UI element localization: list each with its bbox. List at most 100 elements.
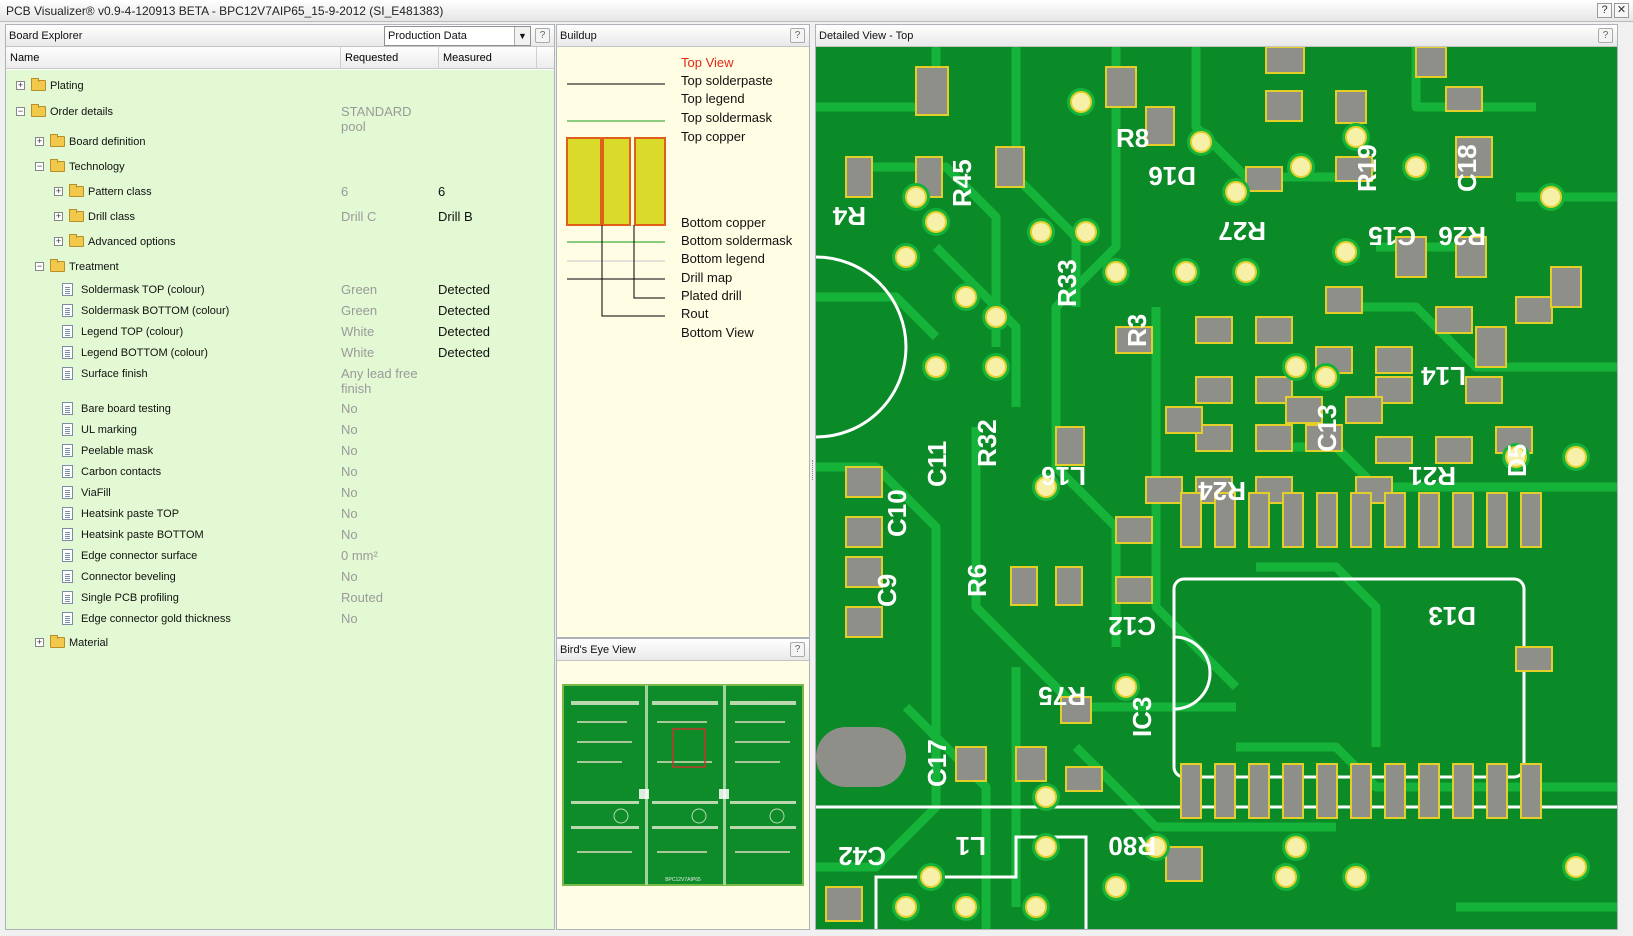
layer-stack-graphic [566, 83, 666, 317]
column-header-requested[interactable]: Requested [341, 47, 439, 69]
designator-ic3: IC3 [1127, 697, 1157, 737]
collapse-icon[interactable]: − [35, 161, 44, 171]
designator-c12: C12 [1108, 611, 1156, 641]
trace-6 [971, 427, 1236, 712]
viewport-indicator [672, 728, 706, 768]
via-15 [1105, 261, 1127, 283]
via-26 [1145, 836, 1167, 858]
detailed-view-help-button[interactable]: ? [1598, 28, 1613, 43]
ic-top-pin-6 [1384, 492, 1406, 548]
oval-cutout [816, 727, 906, 787]
requested-value: Green [341, 282, 378, 297]
expand-icon[interactable]: + [54, 236, 63, 246]
tree-row-board-definition[interactable]: +Board definition [6, 134, 554, 156]
tree-row-label: Soldermask TOP (colour) [81, 284, 205, 296]
tree-row-plating[interactable]: + Plating [6, 78, 554, 100]
ic-bottom-pin-8 [1452, 763, 1474, 819]
board-explorer-help-button[interactable]: ? [535, 28, 550, 43]
collapse-icon[interactable]: − [35, 261, 44, 271]
pad-5 [1265, 90, 1303, 122]
via-21 [1315, 366, 1337, 388]
pad-48 [1015, 746, 1047, 782]
column-header-name[interactable]: Name [6, 47, 341, 69]
chevron-down-icon[interactable]: ▼ [514, 27, 530, 45]
designator-r6: R6 [962, 564, 992, 597]
requested-value: 0 mm² [341, 548, 378, 563]
data-source-dropdown[interactable]: Production Data ▼ [384, 26, 531, 46]
layer-bottom-copper[interactable]: Bottom copper [681, 215, 766, 230]
expand-icon[interactable]: + [35, 637, 44, 647]
expand-icon[interactable]: + [16, 80, 25, 90]
layer-top-copper[interactable]: Top copper [681, 129, 746, 144]
via-33 [1565, 856, 1587, 878]
requested-value: No [341, 422, 358, 437]
tree-row-label: Order details [50, 106, 113, 118]
document-icon [62, 612, 77, 625]
via-3 [1345, 126, 1367, 148]
window-close-button[interactable]: ✕ [1614, 3, 1629, 18]
via-13 [1175, 261, 1197, 283]
layer-top-solderpaste[interactable]: Top solderpaste [681, 73, 773, 88]
birds-eye-thumbnail[interactable]: BPC12V7AIP65 [557, 661, 811, 931]
layer-bottom-soldermask[interactable]: Bottom soldermask [681, 233, 793, 248]
buildup-help-button[interactable]: ? [790, 28, 805, 43]
layer-bottom-view[interactable]: Bottom View [681, 325, 754, 340]
tree-row-label: Soldermask BOTTOM (colour) [81, 305, 230, 317]
layer-bottom-legend[interactable]: Bottom legend [681, 251, 765, 266]
pad-1 [995, 146, 1025, 188]
requested-value: No [341, 611, 358, 626]
pad-38 [1435, 436, 1473, 464]
expand-icon[interactable]: + [54, 186, 63, 196]
layer-plated-drill[interactable]: Plated drill [681, 288, 742, 303]
tree-row-treatment[interactable]: −Treatment [6, 259, 554, 281]
tree-row-material[interactable]: +Material [6, 635, 554, 657]
ic-top-pin-3 [1282, 492, 1304, 548]
folder-icon [50, 134, 65, 147]
layer-top-legend[interactable]: Top legend [681, 91, 745, 106]
window-help-button[interactable]: ? [1597, 3, 1612, 18]
birds-eye-help-button[interactable]: ? [790, 642, 805, 657]
requested-value: White [341, 345, 375, 360]
collapse-icon[interactable]: − [16, 106, 25, 116]
tree-row-technology[interactable]: −Technology [6, 159, 554, 181]
layer-top-soldermask[interactable]: Top soldermask [681, 110, 773, 125]
designator-c9: C9 [872, 574, 902, 607]
via-20 [1285, 356, 1307, 378]
splitter-handle-2[interactable] [812, 460, 814, 480]
layer-drill-map[interactable]: Drill map [681, 270, 733, 285]
tree-row-label: Plating [50, 80, 84, 92]
pad-52 [825, 886, 863, 922]
column-header-measured[interactable]: Measured [439, 47, 537, 69]
expand-icon[interactable]: + [35, 136, 44, 146]
expand-icon[interactable]: + [54, 211, 63, 221]
pad-31 [1475, 326, 1507, 368]
tree-row-advanced-options[interactable]: +Advanced options [6, 234, 554, 256]
via-29 [895, 896, 917, 918]
layer-rout[interactable]: Rout [681, 306, 709, 321]
layer-top-view[interactable]: Top View [681, 55, 734, 70]
ic-bottom-pin-3 [1282, 763, 1304, 819]
ic-bottom-pin-2 [1248, 763, 1270, 819]
